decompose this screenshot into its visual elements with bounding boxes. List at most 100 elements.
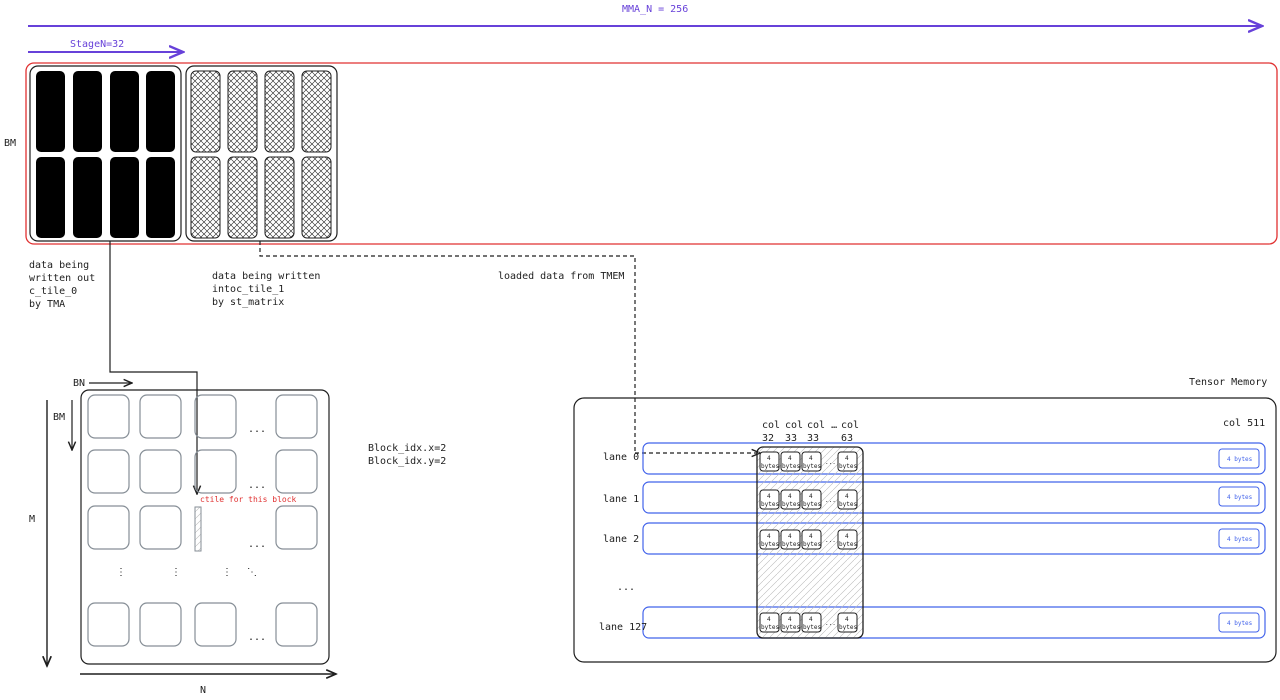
n-axis-label: N bbox=[200, 685, 206, 696]
tmem-end-cell-label: 4 bytes bbox=[1227, 494, 1253, 501]
smem-buffer-container bbox=[25, 62, 1278, 245]
grid-tile bbox=[139, 449, 182, 494]
tmem-col-header-top: col bbox=[762, 420, 780, 431]
c-tile-0-bar bbox=[110, 157, 139, 238]
grid-tile bbox=[139, 394, 182, 439]
c-tile-0-bars bbox=[36, 71, 175, 238]
grid-ellipsis-h: ... bbox=[248, 632, 266, 643]
grid-tile bbox=[87, 505, 130, 550]
grid-ellipsis-v: ⋮ bbox=[222, 567, 232, 578]
output-grid-tiles bbox=[87, 394, 318, 647]
tmem-col-header-top: col bbox=[841, 420, 859, 431]
c-tile-1-bar bbox=[190, 70, 221, 153]
tmem-cells-lane-127: 4 bytes 4 bytes 4 bytes ... 4 bytes bbox=[759, 612, 858, 633]
tmem-col-header-bottom: 33 bbox=[807, 433, 819, 444]
tmem-title: Tensor Memory bbox=[1189, 377, 1267, 388]
tmem-cell-ellipsis: ... bbox=[825, 537, 836, 544]
tmem-cell-bottom: bytes bbox=[761, 501, 779, 508]
tmem-cell-ellipsis: ... bbox=[825, 497, 836, 504]
tmem-cell-top: 4 bbox=[809, 616, 813, 623]
c-tile-1-bar bbox=[227, 156, 258, 239]
tile-0-line: data being bbox=[29, 260, 89, 271]
tmem-cell-top: 4 bbox=[788, 493, 792, 500]
ctile-strip bbox=[194, 506, 202, 552]
tmem-cell bbox=[759, 529, 780, 550]
grid-tile bbox=[194, 449, 237, 494]
tmem-cell-bottom: bytes bbox=[761, 624, 779, 631]
bn-label: BN bbox=[73, 378, 85, 389]
tmem-lane-label: lane 1 bbox=[603, 494, 639, 505]
tmem-cell bbox=[837, 612, 858, 633]
tile-0-line: c_tile_0 bbox=[29, 286, 77, 297]
tmem-cell bbox=[801, 489, 822, 510]
tmem-lane-label: lane 127 bbox=[599, 622, 647, 633]
tmem-cell-top: 4 bbox=[767, 455, 771, 462]
tmem-cell bbox=[801, 451, 822, 472]
c-tile-1-bars bbox=[190, 70, 332, 239]
grid-tile bbox=[139, 505, 182, 550]
c-tile-0-box bbox=[29, 65, 182, 242]
tmem-col-header-bottom: 63 bbox=[841, 433, 853, 444]
output-grid-frame bbox=[80, 389, 330, 665]
tmem-load-label: loaded data from TMEM bbox=[498, 271, 624, 282]
c-tile-1-bar bbox=[301, 156, 332, 239]
grid-tile bbox=[87, 394, 130, 439]
tile-1-line: data being written bbox=[212, 271, 320, 282]
tmem-cell-top: 4 bbox=[788, 616, 792, 623]
tmem-cell-ellipsis: ... bbox=[825, 620, 836, 627]
grid-tile bbox=[275, 394, 318, 439]
tmem-cell-bottom: bytes bbox=[782, 463, 800, 470]
mma-n-label: MMA_N = 256 bbox=[622, 4, 688, 15]
tmem-cell-bottom: bytes bbox=[839, 501, 857, 508]
c-tile-0-bar bbox=[36, 71, 65, 152]
bm-grid-label: BM bbox=[53, 412, 65, 423]
tmem-cell-top: 4 bbox=[845, 616, 849, 623]
tmem-cell-ellipsis: ... bbox=[825, 459, 836, 466]
tmem-cell-bottom: bytes bbox=[761, 541, 779, 548]
tile-0-line: written out bbox=[29, 273, 95, 284]
grid-ellipsis-v: ⋮ bbox=[116, 567, 126, 578]
tile-0-annotation: data being written out c_tile_0 by TMA bbox=[29, 260, 95, 310]
tmem-col-header-bottom: 32 bbox=[762, 433, 774, 444]
tmem-cell bbox=[801, 529, 822, 550]
tmem-end-cell-label: 4 bytes bbox=[1227, 456, 1253, 463]
tmem-cell-top: 4 bbox=[845, 455, 849, 462]
tmem-cell-top: 4 bbox=[845, 493, 849, 500]
tile-0-line: by TMA bbox=[29, 299, 65, 310]
grid-tile bbox=[275, 505, 318, 550]
tmem-load-connector bbox=[259, 241, 636, 453]
tmem-cell-top: 4 bbox=[845, 533, 849, 540]
tmem-cell bbox=[759, 451, 780, 472]
tmem-frame bbox=[573, 397, 1277, 663]
tmem-lane-rows bbox=[642, 442, 1266, 639]
tmem-cell bbox=[780, 489, 801, 510]
tmem-cell-bottom: bytes bbox=[761, 463, 779, 470]
grid-tile bbox=[87, 449, 130, 494]
tmem-cell bbox=[780, 612, 801, 633]
grid-ellipsis-h: ... bbox=[248, 480, 266, 491]
tmem-end-cell-label: 4 bytes bbox=[1227, 536, 1253, 543]
tmem-cell-bottom: bytes bbox=[782, 541, 800, 548]
tmem-end-cells: 4 bytes 4 bytes 4 bytes 4 bytes bbox=[1218, 448, 1260, 633]
tmem-cell bbox=[780, 529, 801, 550]
ctile-note: ctile for this block bbox=[200, 495, 297, 504]
grid-ellipsis-d: ⋱ bbox=[247, 567, 257, 578]
tmem-cell-top: 4 bbox=[809, 455, 813, 462]
tmem-cell bbox=[837, 489, 858, 510]
tmem-cell-bottom: bytes bbox=[803, 501, 821, 508]
tmem-lane-row bbox=[642, 522, 1266, 555]
tmem-cell-top: 4 bbox=[809, 533, 813, 540]
tmem-cell-top: 4 bbox=[767, 616, 771, 623]
tmem-end-cell-label: 4 bytes bbox=[1227, 620, 1253, 627]
tmem-lane-row bbox=[642, 481, 1266, 514]
tmem-cells-lane-0: 4 bytes 4 bytes 4 bytes ... 4 bytes bbox=[759, 451, 858, 472]
grid-tile bbox=[194, 394, 237, 439]
grid-tile bbox=[194, 602, 237, 647]
grid-ellipsis-h: ... bbox=[248, 424, 266, 435]
tmem-end-cell bbox=[1218, 448, 1260, 469]
tmem-col-header-top: col … bbox=[807, 420, 837, 431]
c-tile-0-bar bbox=[73, 157, 102, 238]
tmem-cell-top: 4 bbox=[767, 493, 771, 500]
c-tile-1-bar bbox=[227, 70, 258, 153]
